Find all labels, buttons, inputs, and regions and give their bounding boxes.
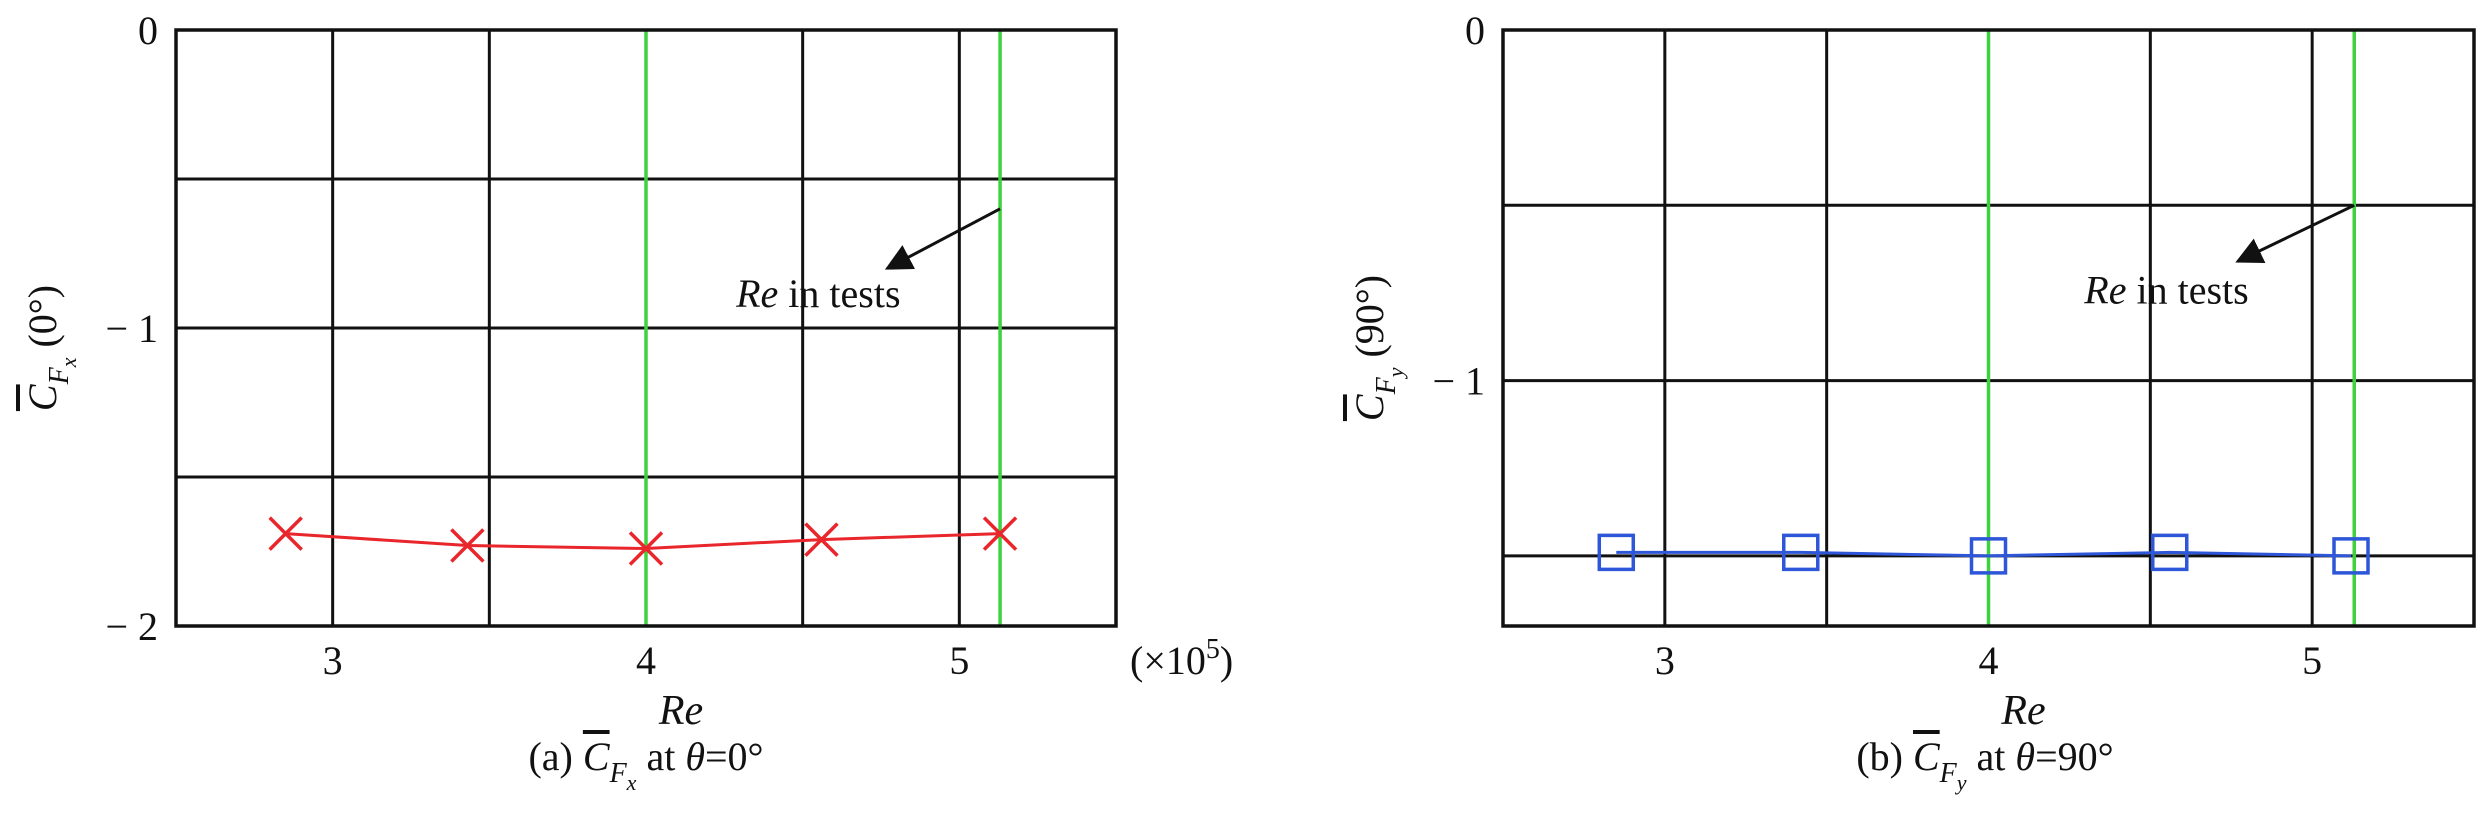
caption-prefix: (a) xyxy=(528,734,582,779)
y-axis-label-subsub: x xyxy=(56,357,81,368)
annotation-arrow xyxy=(2235,203,2355,264)
data-point xyxy=(1969,537,2008,575)
y-axis-label: CFx (0°) xyxy=(20,285,81,411)
annotation-text: Re in tests xyxy=(735,271,900,316)
x-axis-label: Re xyxy=(2000,688,2045,734)
x-tick-label: 5 xyxy=(2302,638,2322,683)
caption-angle: =0° xyxy=(705,734,764,779)
x-tick-label: 3 xyxy=(1655,638,1675,683)
y-axis-label: CFy (90°) xyxy=(1347,275,1408,421)
y-axis-label-sub: F xyxy=(1371,376,1402,395)
caption-theta: θ xyxy=(685,734,705,779)
annotation-text: Re in tests xyxy=(2083,267,2248,312)
plot-frame xyxy=(1501,28,2476,628)
x-multiplier-label: (×105) xyxy=(1130,634,1233,683)
y-axis-label-subsub: y xyxy=(1383,367,1408,379)
panel-caption: (a) CFx at θ=0° xyxy=(528,734,763,795)
data-point xyxy=(2332,537,2370,575)
caption-sub: F xyxy=(1939,758,1958,789)
annotation-arrow xyxy=(884,207,1001,270)
data-point xyxy=(2151,533,2189,572)
annotation-rest: in tests xyxy=(778,271,900,316)
x-multiplier-base: (×10 xyxy=(1130,638,1206,683)
caption-angle: =90° xyxy=(2035,734,2114,779)
annotation-italic: Re xyxy=(735,271,778,316)
y-tick-label: − 1 xyxy=(1432,359,1485,404)
y-axis-label-suffix: (90°) xyxy=(1347,275,1392,368)
x-tick-label: 3 xyxy=(323,638,343,683)
series-line xyxy=(1616,550,2352,558)
x-multiplier-exponent: 5 xyxy=(1206,634,1220,665)
y-tick-label: − 1 xyxy=(105,306,158,351)
data-point xyxy=(450,528,485,563)
x-tick-label: 5 xyxy=(949,638,969,683)
caption-at: at xyxy=(1967,734,2016,779)
caption-prefix: (b) xyxy=(1856,734,1913,779)
annotation-rest: in tests xyxy=(2126,267,2248,312)
x-tick-label: 4 xyxy=(1979,638,1999,683)
y-axis-label-symbol: C xyxy=(20,383,65,411)
y-axis-label-sub: F xyxy=(44,366,75,385)
data-point xyxy=(628,531,664,566)
caption-at: at xyxy=(636,734,685,779)
caption-sub: F xyxy=(609,758,628,789)
data-point xyxy=(982,516,1018,551)
y-axis-label-symbol: C xyxy=(1347,393,1392,421)
y-axis-label-suffix: (0°) xyxy=(20,285,65,358)
data-point xyxy=(1782,533,1820,572)
x-axis-label: Re xyxy=(658,688,703,734)
caption-symbol: C xyxy=(1913,734,1941,779)
annotation-italic: Re xyxy=(2083,267,2126,312)
caption-symbol: C xyxy=(583,734,611,779)
y-tick-label: 0 xyxy=(1465,8,1485,53)
y-tick-label: 0 xyxy=(138,8,158,53)
plot-frame xyxy=(174,28,1118,628)
caption-subsub: y xyxy=(1955,770,1967,795)
caption-theta: θ xyxy=(2015,734,2035,779)
x-tick-label: 4 xyxy=(636,638,656,683)
data-point xyxy=(804,522,839,557)
caption-subsub: x xyxy=(626,770,637,795)
panel-caption: (b) CFy at θ=90° xyxy=(1856,734,2113,795)
x-multiplier-close: ) xyxy=(1220,638,1233,683)
data-point xyxy=(1597,533,1636,572)
data-point xyxy=(268,516,303,551)
y-tick-label: − 2 xyxy=(105,604,158,649)
